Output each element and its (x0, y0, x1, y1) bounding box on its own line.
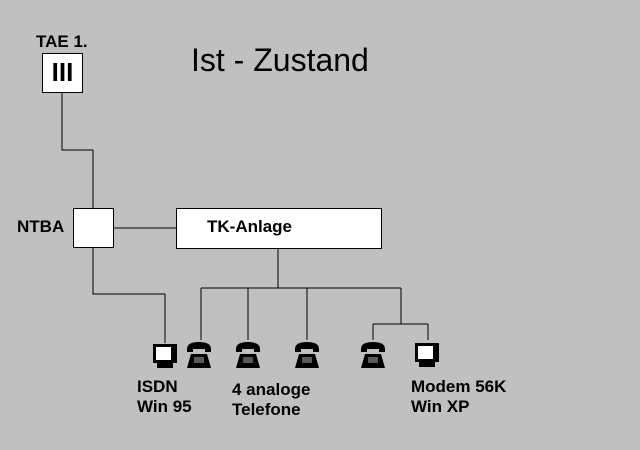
ntba-label: NTBA (17, 217, 65, 236)
tk-anlage-box: TK-Anlage (176, 208, 382, 249)
telephone-icon (187, 342, 211, 368)
page-title: Ist - Zustand (191, 42, 369, 78)
analog-line1: 4 analoge (232, 380, 311, 399)
telephone-icon (236, 342, 260, 368)
tae-socket: III (42, 53, 83, 93)
telephone-icon (295, 342, 319, 368)
tae-socket-glyph: III (51, 57, 74, 87)
isdn-line2: Win 95 (137, 397, 192, 416)
isdn-line1: ISDN (137, 377, 178, 396)
modem-line2: Win XP (411, 397, 470, 416)
analog-line2: Telefone (232, 400, 301, 419)
analog-group-label: 4 analoge Telefone (232, 380, 310, 420)
tae-label: TAE 1. (36, 32, 88, 51)
ntba-box (73, 208, 114, 248)
monitor-icon (415, 343, 439, 367)
tk-anlage-label: TK-Anlage (207, 217, 292, 236)
modem-line1: Modem 56K (411, 377, 507, 396)
monitor-icon (153, 344, 177, 368)
modem-group-label: Modem 56K Win XP (411, 377, 506, 417)
telephone-icon (361, 342, 385, 368)
isdn-group-label: ISDN Win 95 (137, 377, 192, 417)
